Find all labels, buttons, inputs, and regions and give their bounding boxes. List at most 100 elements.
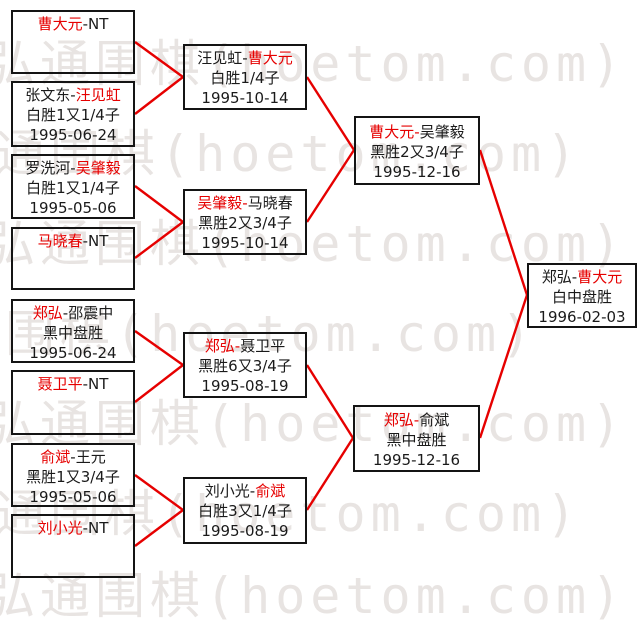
match-date: 1995-12-16 <box>373 163 461 181</box>
match-players: 刘小光-俞斌 <box>185 481 305 501</box>
players-separator: - <box>242 49 248 67</box>
players-separator: - <box>234 337 241 355</box>
player1-name: 郑弘 <box>383 411 414 429</box>
player2-name: 汪见虹 <box>75 86 121 104</box>
player1-name: 曹大元 <box>369 123 415 141</box>
match-players: 张文东-汪见虹 <box>13 85 133 105</box>
match-result: 白中盘胜 <box>551 288 612 306</box>
match-players: 郑弘-俞斌 <box>355 410 478 430</box>
players-separator: - <box>413 411 420 429</box>
player2-name: 俞斌 <box>255 482 286 500</box>
match-box-round1-5: 郑弘-邵震中 黑中盘胜 1995-06-24 <box>11 299 135 363</box>
match-players: 郑弘-邵震中 <box>13 303 133 323</box>
match-players: 罗洗河-吴肇毅 <box>13 158 133 178</box>
player1-name: 聂卫平 <box>37 375 83 393</box>
match-date: 1995-08-19 <box>201 522 289 540</box>
match-date: 1996-02-03 <box>538 308 626 326</box>
players-separator: - <box>82 519 89 537</box>
player1-name: 郑弘 <box>204 337 235 355</box>
player1-name: 罗洗河 <box>25 159 71 177</box>
match-players: 曹大元-NT <box>13 14 133 34</box>
player1-name: 曹大元 <box>37 15 83 33</box>
match-box-round1-1: 曹大元-NT <box>11 10 135 74</box>
player2-name: NT <box>88 375 109 393</box>
player2-name: NT <box>88 519 109 537</box>
player1-name: 郑弘 <box>32 304 63 322</box>
player2-name: 曹大元 <box>577 268 623 286</box>
player1-name: 刘小光 <box>37 519 83 537</box>
match-box-round2-4: 刘小光-俞斌 白胜3又1/4子 1995-08-19 <box>183 477 307 544</box>
match-box-round2-2: 吴肇毅-马晓春 黑胜2又3/4子 1995-10-14 <box>183 189 307 255</box>
match-date: 1995-05-06 <box>29 488 117 506</box>
match-result: 黑胜1又3/4子 <box>26 468 120 486</box>
match-result <box>13 34 133 54</box>
player2-name: 聂卫平 <box>240 337 286 355</box>
player2-name: 曹大元 <box>247 49 293 67</box>
match-players: 俞斌-王元 <box>13 447 133 467</box>
match-date: 1995-05-06 <box>29 199 117 217</box>
match-result <box>13 538 133 558</box>
players-separator: - <box>82 232 89 250</box>
match-result: 黑胜2又3/4子 <box>198 214 292 232</box>
player1-name: 俞斌 <box>40 448 71 466</box>
players-separator: - <box>249 482 256 500</box>
match-result: 黑中盘胜 <box>386 431 447 449</box>
player1-name: 马晓春 <box>37 232 83 250</box>
match-date <box>13 271 133 291</box>
players-separator: - <box>70 159 76 177</box>
player2-name: NT <box>88 232 109 250</box>
match-players: 郑弘-曹大元 <box>529 267 635 287</box>
players-separator: - <box>414 123 420 141</box>
player1-name: 郑弘 <box>541 268 572 286</box>
players-separator: - <box>70 448 76 466</box>
match-players: 汪见虹-曹大元 <box>185 48 305 68</box>
match-date <box>13 558 133 578</box>
match-result: 黑胜6又3/4子 <box>198 357 292 375</box>
match-box-final: 郑弘-曹大元 白中盘胜 1996-02-03 <box>527 263 637 328</box>
players-separator: - <box>571 268 578 286</box>
match-result <box>13 394 133 414</box>
player2-name: 吴肇毅 <box>419 123 465 141</box>
match-date <box>13 414 133 434</box>
players-separator: - <box>62 304 69 322</box>
player2-name: 邵震中 <box>68 304 114 322</box>
players-separator: - <box>82 15 89 33</box>
match-result: 白胜1又1/4子 <box>26 106 120 124</box>
player1-name: 汪见虹 <box>197 49 243 67</box>
bracket-connector-lines <box>134 41 529 547</box>
player2-name: 俞斌 <box>419 411 450 429</box>
match-players: 马晓春-NT <box>13 231 133 251</box>
match-box-round1-2: 张文东-汪见虹 白胜1又1/4子 1995-06-24 <box>11 81 135 147</box>
match-date: 1995-08-19 <box>201 377 289 395</box>
player1-name: 刘小光 <box>204 482 250 500</box>
match-box-round1-8: 刘小光-NT <box>11 514 135 578</box>
match-box-round1-7: 俞斌-王元 黑胜1又3/4子 1995-05-06 <box>11 443 135 507</box>
match-box-round2-1: 汪见虹-曹大元 白胜1/4子 1995-10-14 <box>183 44 307 110</box>
match-result: 黑中盘胜 <box>42 324 103 342</box>
player2-name: 马晓春 <box>247 194 293 212</box>
match-box-round1-6: 聂卫平-NT <box>11 370 135 435</box>
player2-name: 吴肇毅 <box>75 159 121 177</box>
match-box-semifinal-1: 曹大元-吴肇毅 黑胜2又3/4子 1995-12-16 <box>354 116 480 185</box>
match-date: 1995-10-14 <box>201 234 289 252</box>
match-players: 曹大元-吴肇毅 <box>356 122 478 142</box>
match-date: 1995-06-24 <box>29 126 117 144</box>
players-separator: - <box>70 86 76 104</box>
watermark-text: 弘通围棋(hoetom.com) <box>0 305 537 363</box>
match-date: 1995-12-16 <box>372 451 461 469</box>
match-players: 刘小光-NT <box>13 518 133 538</box>
player1-name: 吴肇毅 <box>197 194 243 212</box>
match-box-round1-3: 罗洗河-吴肇毅 白胜1又1/4子 1995-05-06 <box>11 154 135 219</box>
match-result: 白胜1又1/4子 <box>26 179 120 197</box>
match-date: 1995-10-14 <box>201 89 289 107</box>
match-players: 郑弘-聂卫平 <box>185 336 305 356</box>
match-box-semifinal-2: 郑弘-俞斌 黑中盘胜 1995-12-16 <box>353 405 480 472</box>
match-box-round1-4: 马晓春-NT <box>11 227 135 290</box>
players-separator: - <box>82 375 89 393</box>
match-date: 1995-06-24 <box>29 344 117 362</box>
match-result: 白胜3又1/4子 <box>198 502 292 520</box>
player2-name: 王元 <box>75 448 106 466</box>
match-result: 黑胜2又3/4子 <box>370 143 464 161</box>
player1-name: 张文东 <box>25 86 71 104</box>
players-separator: - <box>242 194 248 212</box>
